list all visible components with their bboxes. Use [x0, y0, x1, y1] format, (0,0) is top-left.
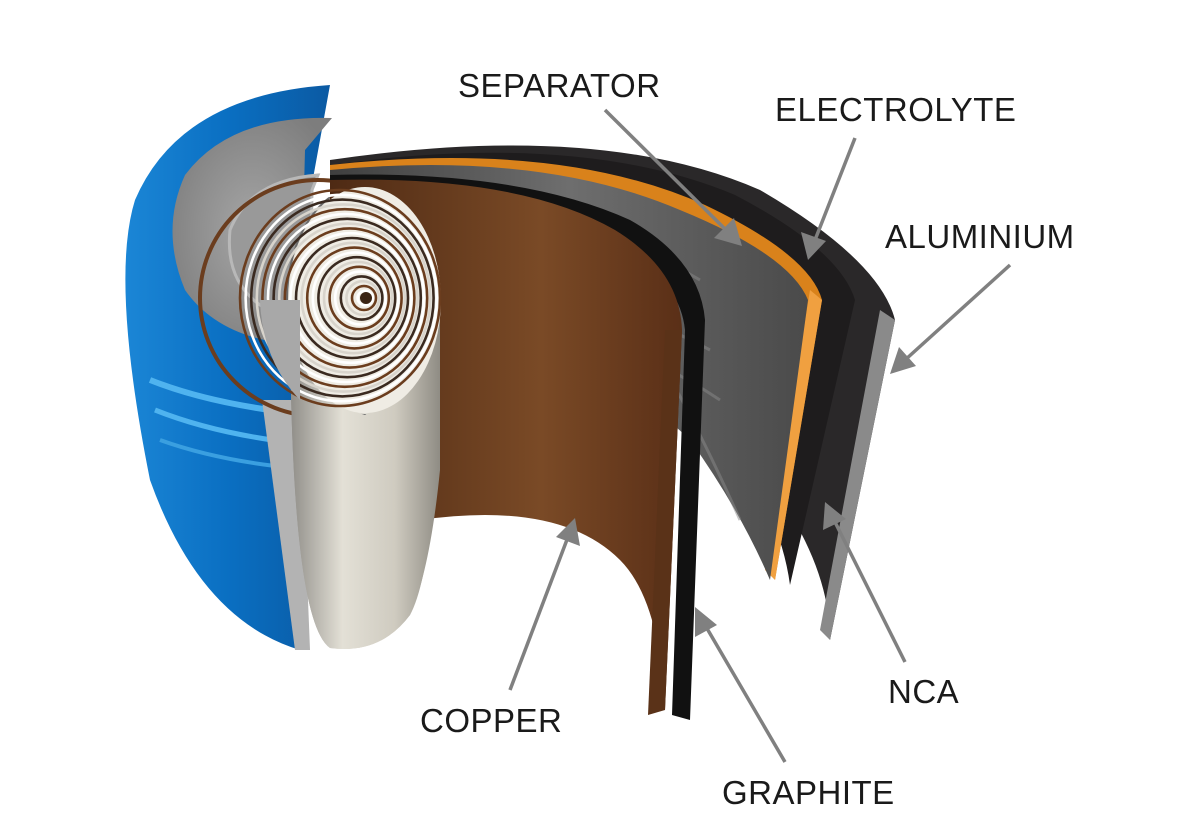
winding-ring [345, 279, 381, 317]
graphite-label: GRAPHITE [722, 774, 895, 811]
jelly-roll-front [238, 187, 442, 650]
winding-ring [333, 270, 387, 326]
winding-ring [317, 255, 397, 341]
can-step [260, 300, 300, 400]
winding-ring [322, 260, 394, 336]
electrolyte-label: ELECTROLYTE [775, 91, 1016, 128]
winding-ring [300, 241, 407, 355]
winding-ring [272, 217, 423, 379]
copper-label: COPPER [420, 702, 562, 739]
winding-ring [311, 251, 400, 345]
electrolyte-arrow [801, 137, 857, 260]
copper-arrow [508, 518, 580, 691]
separator-arrow [603, 108, 742, 246]
graphite-arrow [695, 607, 787, 763]
labels: SEPARATOR ELECTROLYTE ALUMINIUM COPPER G… [420, 67, 1075, 811]
winding-ring [350, 284, 378, 312]
winding-ring [249, 198, 435, 398]
winding-ring [238, 188, 442, 408]
nca-label: NCA [888, 673, 959, 710]
winding-ring [289, 231, 413, 365]
winding-ring [255, 203, 432, 393]
roll-core [360, 292, 372, 304]
winding-ring [328, 265, 391, 331]
separator-label: SEPARATOR [458, 67, 661, 104]
winding-ring [305, 246, 403, 350]
winding-ring [266, 212, 426, 384]
winding-ring [356, 289, 375, 307]
winding-ring [261, 207, 429, 389]
aluminium-label: ALUMINIUM [885, 218, 1075, 255]
winding-ring [294, 236, 410, 360]
nca-arrow [823, 502, 907, 663]
arrows [508, 108, 1012, 763]
winding-ring [283, 227, 416, 369]
aluminium-arrow [890, 263, 1012, 374]
winding-ring [244, 193, 439, 403]
winding-ring [277, 222, 419, 374]
winding-ring [339, 275, 384, 321]
